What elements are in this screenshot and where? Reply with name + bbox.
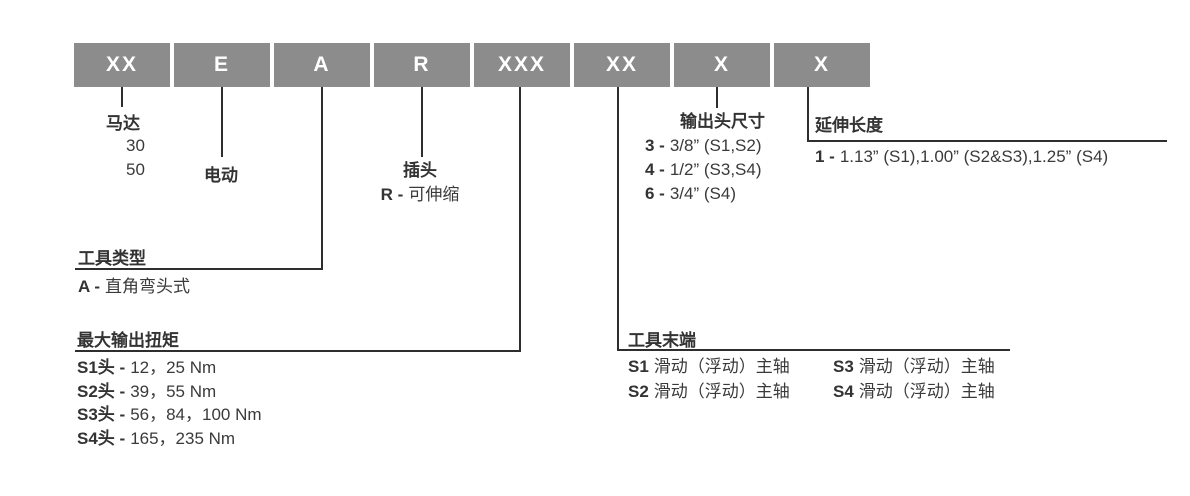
output-size-entry: 4 -1/2” (S3,S4) [645,158,800,182]
max-torque-title: 最大输出扭矩 [77,331,179,350]
tool-end-desc: 滑动（浮动）主轴 [858,357,995,376]
extension-desc: 1.13” (S1),1.00” (S2&S3),1.25” (S4) [839,147,1109,166]
output-size-entry: 3 -3/8” (S1,S2) [645,134,800,158]
torque-code: S4头 - [77,428,126,448]
motor-option: 30 [126,136,145,155]
extension-length-entry: 1 -1.13” (S1),1.00” (S2&S3),1.25” (S4) [815,145,1108,169]
rule-max-torque [75,350,521,352]
torque-entry: S2头 -39，55 Nm [77,380,262,404]
rule-tool-type [75,268,323,270]
tool-type-entry: A -直角弯头式 [78,275,190,299]
torque-desc: 56，84，100 Nm [130,405,262,424]
code-box-torque: XXX [474,43,570,87]
torque-code: S3头 - [77,405,126,424]
output-size-desc: 3/8” (S1,S2) [669,136,762,155]
connector-output-size [716,87,718,108]
plug-title: 插头 [403,161,437,180]
extension-code: 1 - [815,147,835,166]
output-size-code: 3 - [645,136,665,155]
torque-entry: S1头 -12，25 Nm [77,356,262,380]
plug-entry: R -可伸缩 [350,183,490,207]
tool-end-code: S2 [628,382,649,401]
tool-end-title: 工具末端 [628,331,696,350]
output-head-size-section: 输出头尺寸 3 -3/8” (S1,S2) 4 -1/2” (S3,S4) 6 … [645,110,800,206]
motor-option: 50 [126,160,145,179]
tool-type-title: 工具类型 [78,249,146,268]
tool-type-desc: 直角弯头式 [105,277,191,296]
code-box-electric: E [174,43,270,87]
output-size-desc: 1/2” (S3,S4) [669,160,762,179]
tool-end-desc: 滑动（浮动）主轴 [858,382,995,401]
motor-title: 马达 [106,114,140,133]
code-box-output-size: X [674,43,770,87]
connector-plug [421,87,423,157]
connector-torque [519,87,521,352]
max-torque-list: S1头 -12，25 Nm S2头 -39，55 Nm S3头 -56，84，1… [77,356,262,450]
connector-extension [807,87,809,142]
tool-end-code: S3 [833,357,854,376]
extension-length-title: 延伸长度 [815,116,883,135]
torque-desc: 39，55 Nm [130,381,217,401]
connector-tool-type [321,87,323,270]
torque-desc: 165，235 Nm [130,428,236,448]
torque-entry: S3头 -56，84，100 Nm [77,403,262,427]
connector-electric [221,87,223,157]
code-box-motor: XX [74,43,170,87]
output-size-code: 4 - [645,160,665,179]
tool-end-desc: 滑动（浮动）主轴 [653,382,790,401]
code-box-tool-end: XX [574,43,670,87]
connector-tool-end [617,87,619,351]
rule-extension-length [807,140,1167,142]
rule-tool-end [617,349,1010,351]
tool-type-code: A - [78,277,101,296]
output-size-code: 6 - [645,184,665,203]
output-head-size-title: 输出头尺寸 [680,112,765,131]
code-box-tool-type: A [274,43,370,87]
plug-code: R - [380,185,404,204]
torque-desc: 12，25 Nm [130,358,217,377]
tool-end-code: S4 [833,382,854,401]
code-box-extension: X [774,43,870,87]
output-size-entry: 6 -3/4” (S4) [645,182,800,206]
code-box-row: XX E A R XXX XX X X [74,43,870,87]
plug-desc: 可伸缩 [408,185,460,204]
output-size-desc: 3/4” (S4) [669,184,736,203]
connector-motor [121,87,123,107]
tool-end-desc: 滑动（浮动）主轴 [653,357,790,376]
torque-entry: S4头 -165，235 Nm [77,427,262,451]
torque-code: S2头 - [77,381,126,401]
plug-section: 插头 R -可伸缩 [350,159,490,207]
motor-options: 30 50 [126,134,145,182]
tool-end-code: S1 [628,357,649,376]
code-box-plug: R [374,43,470,87]
torque-code: S1头 - [77,358,126,377]
electric-title: 电动 [204,166,238,185]
